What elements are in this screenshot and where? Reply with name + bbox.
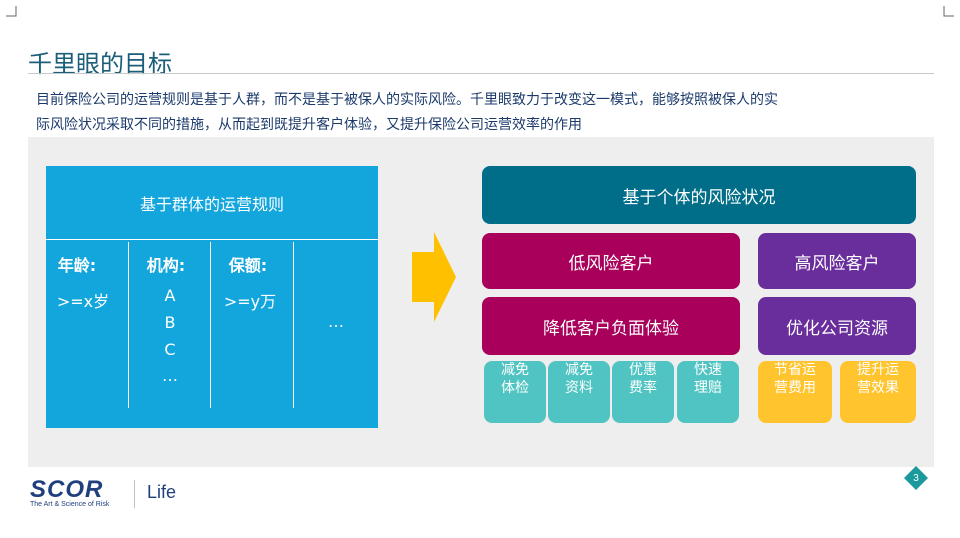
column-age-value: >=x岁 (56, 292, 110, 311)
title-divider (28, 73, 934, 74)
group-rules-header: 基于群体的运营规则 (46, 166, 378, 240)
right-arrow-icon (412, 232, 456, 322)
save-cost-label: 节省运 营费用 (774, 362, 816, 396)
low-risk-box: 低风险客户 (482, 233, 740, 289)
life-label: Life (147, 482, 177, 502)
waive-exam-box: 减免 体检 (484, 361, 546, 423)
waive-exam-label: 减免 体检 (501, 362, 529, 396)
discount-rate-box: 优惠 费率 (612, 361, 674, 423)
discount-rate-label: 优惠 费率 (629, 362, 657, 396)
improve-effect-box: 提升运 营效果 (840, 361, 916, 423)
column-more-value: … (328, 312, 344, 331)
corner-mark-top-right (943, 6, 954, 17)
logo-divider (134, 480, 135, 508)
intro-line-1: 目前保险公司的运营规则是基于人群，而不是基于被保人的实际风险。千里眼致力于改变这… (36, 92, 778, 108)
column-age-head: 年龄: (57, 256, 97, 275)
save-cost-box: 节省运 营费用 (758, 361, 832, 423)
column-age: 年龄: >=x岁 (46, 242, 128, 408)
column-institution-value: B (164, 313, 176, 332)
column-divider (293, 242, 294, 408)
scor-tagline: The Art & Science of Risk (30, 501, 110, 508)
column-amount-value: >=y万 (223, 292, 277, 311)
column-divider (128, 242, 129, 408)
reduce-negative-box: 降低客户负面体验 (482, 297, 740, 355)
column-amount-head: 保额: (228, 256, 268, 275)
column-amount: 保额: >=y万 (211, 242, 293, 408)
improve-effect-label: 提升运 营效果 (857, 362, 899, 396)
high-risk-box: 高风险客户 (758, 233, 916, 289)
corner-mark-top-left (6, 6, 17, 17)
column-institution-head: 机构: (146, 256, 186, 275)
individual-risk-box: 基于个体的风险状况 (482, 166, 916, 224)
column-institution-value: C (164, 340, 176, 359)
scor-logo: SCOR (30, 476, 104, 503)
intro-line-2: 际风险状况采取不同的措施，从而起到既提升客户体验，又提升保险公司运营效率的作用 (36, 117, 582, 133)
fast-claims-label: 快速 理赔 (694, 362, 722, 396)
page-number: 3 (913, 472, 919, 484)
optimize-resources-box: 优化公司资源 (758, 297, 916, 355)
page-number-diamond-icon (904, 466, 928, 490)
column-institution-value: … (162, 366, 178, 385)
column-divider (210, 242, 211, 408)
fast-claims-box: 快速 理赔 (677, 361, 739, 423)
waive-docs-box: 减免 资料 (548, 361, 610, 423)
column-institution: 机构: A B C … (129, 242, 211, 408)
column-more: … (294, 242, 378, 408)
group-rules-box: 基于群体的运营规则 年龄: >=x岁 机构: A B C … 保额: >=y万 … (46, 166, 378, 428)
intro-paragraph: 目前保险公司的运营规则是基于人群，而不是基于被保人的实际风险。千里眼致力于改变这… (36, 88, 906, 138)
waive-docs-label: 减免 资料 (565, 362, 593, 396)
column-institution-value: A (164, 286, 176, 305)
